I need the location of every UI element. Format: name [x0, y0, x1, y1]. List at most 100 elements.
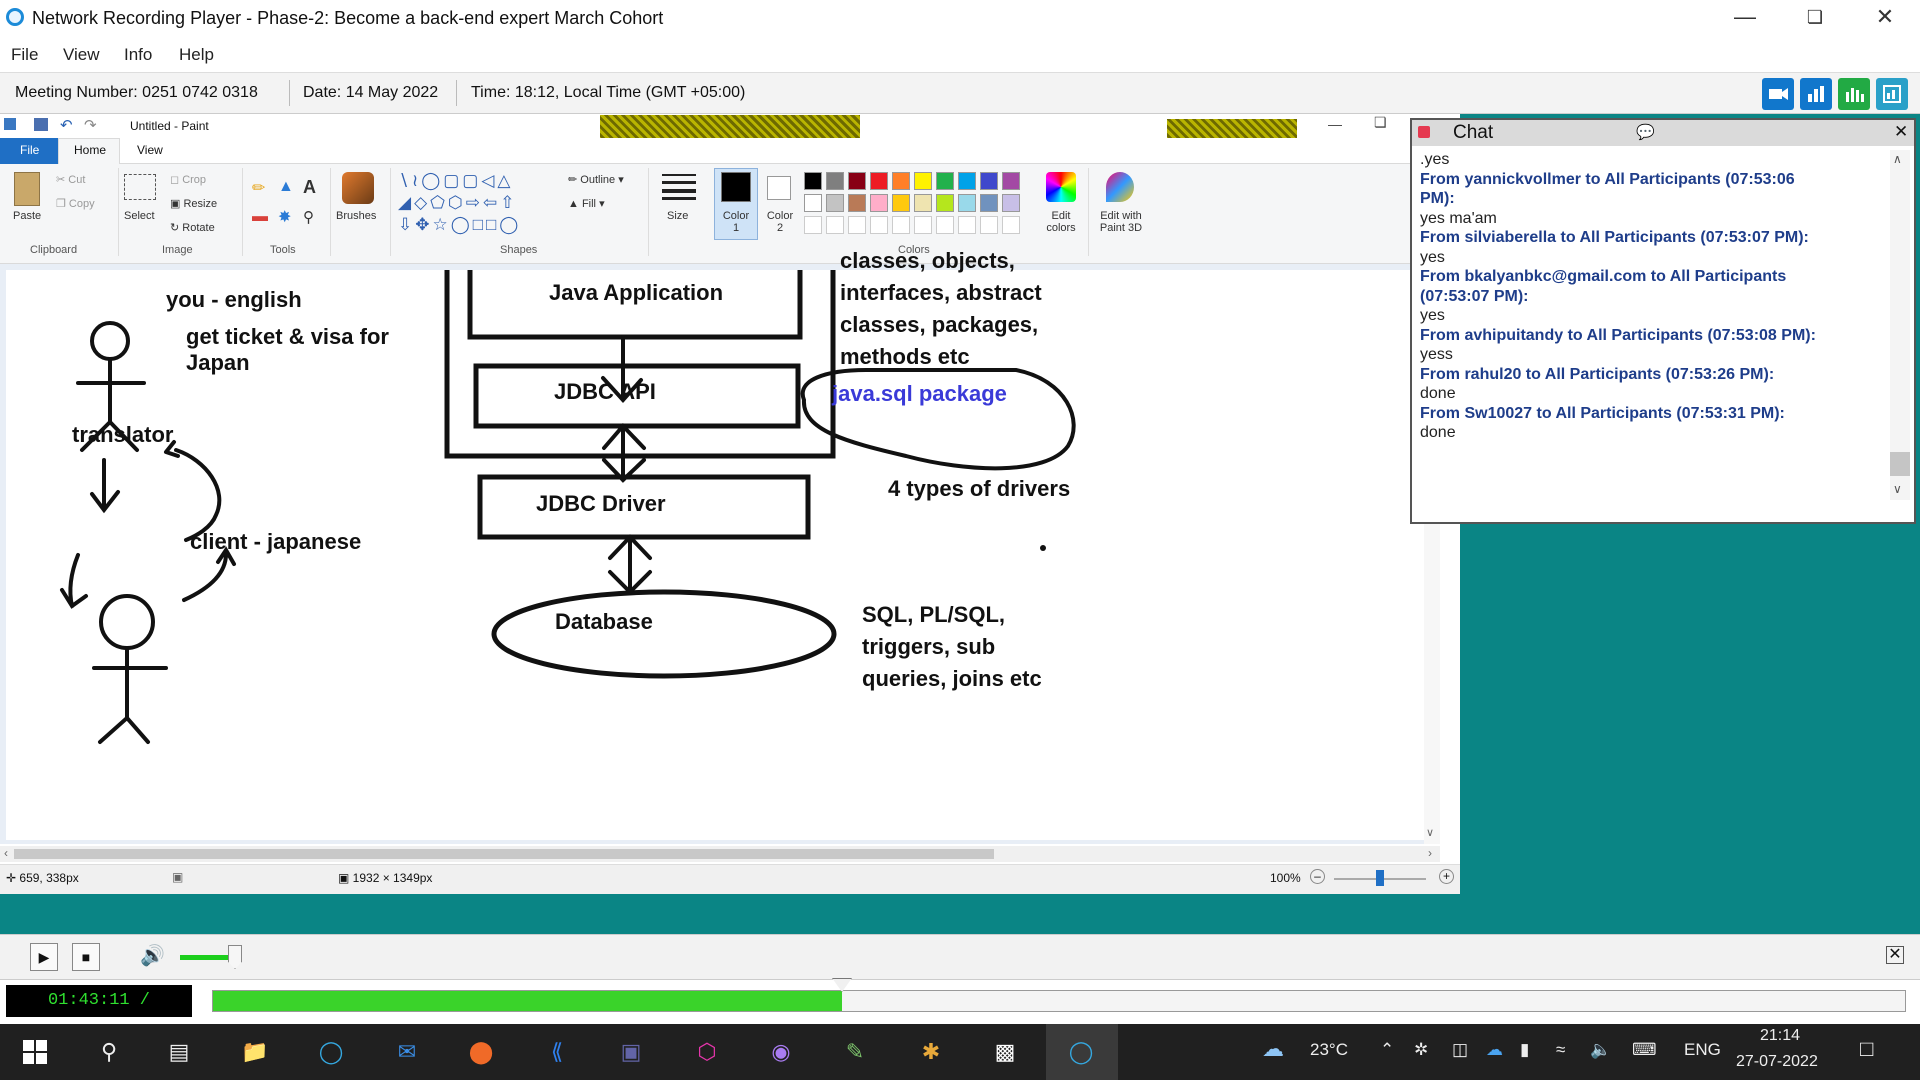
show-hidden-icons[interactable]: ⌃ [1380, 1040, 1395, 1059]
crop-button[interactable]: ◻ Crop [170, 174, 207, 186]
notifications-icon[interactable]: □ [1860, 1036, 1874, 1061]
clock-date[interactable]: 27-07-2022 [1736, 1053, 1818, 1070]
video-icon[interactable] [1762, 78, 1794, 110]
copy-button[interactable]: ❐ Copy [56, 198, 95, 210]
menu-help[interactable]: Help [179, 45, 214, 64]
weather-icon[interactable]: ☁ [1262, 1036, 1284, 1061]
slack-icon[interactable]: ✱ [921, 1039, 941, 1064]
palette-swatch-empty[interactable] [914, 216, 932, 234]
paste-button[interactable]: Paste [13, 210, 42, 222]
github-icon[interactable]: ◉ [771, 1039, 791, 1064]
palette-swatch-empty[interactable] [958, 216, 976, 234]
paste-icon[interactable] [14, 172, 40, 206]
palette-swatch-empty[interactable] [936, 216, 954, 234]
paint3d-icon[interactable] [1106, 172, 1134, 202]
palette-swatch-empty[interactable] [848, 216, 866, 234]
palette-swatch[interactable] [1002, 194, 1020, 212]
palette-swatch[interactable] [870, 172, 888, 190]
cut-button[interactable]: ✂ Cut [56, 174, 86, 186]
chat-scroll-up-icon[interactable]: ∧ [1893, 152, 1902, 166]
palette-swatch[interactable] [848, 194, 866, 212]
palette-swatch-empty[interactable] [826, 216, 844, 234]
outline-button[interactable]: ✏ Outline ▾ [568, 174, 624, 186]
scroll-right-icon[interactable]: › [1428, 846, 1432, 860]
menu-view[interactable]: View [63, 45, 100, 64]
palette-swatch-empty[interactable] [870, 216, 888, 234]
pencil-icon[interactable]: ✏ [252, 180, 266, 197]
zoom-slider-knob[interactable] [1376, 870, 1384, 886]
battery-icon[interactable]: ▮ [1520, 1040, 1530, 1059]
size-button[interactable]: Size [667, 210, 689, 222]
brushes-icon[interactable] [342, 172, 374, 204]
rotate-button[interactable]: ↻ Rotate [170, 222, 215, 234]
color-picker-icon[interactable]: ✸ [278, 209, 292, 226]
player-close-button[interactable]: ✕ [1886, 946, 1904, 964]
zoom-in-button[interactable]: + [1439, 869, 1454, 884]
tab-home[interactable] [58, 138, 120, 165]
chat-bubble-icon[interactable]: 💬 [1636, 124, 1655, 141]
play-button[interactable]: ▶ [30, 943, 58, 971]
palette-swatch[interactable] [826, 172, 844, 190]
brushes-button[interactable]: Brushes [336, 210, 377, 222]
language-indicator[interactable]: ENG [1684, 1040, 1721, 1059]
onedrive-icon[interactable]: ☁ [1486, 1040, 1503, 1059]
volume-icon[interactable]: 🔊 [140, 945, 165, 967]
volume-slider-knob[interactable] [228, 945, 242, 969]
text-tool-icon[interactable]: A [303, 177, 316, 197]
zoom-out-button[interactable]: – [1310, 869, 1325, 884]
tab-file[interactable] [0, 138, 58, 164]
task-view-icon[interactable]: ▤ [168, 1039, 190, 1064]
bluetooth-icon[interactable]: ✲ [1414, 1040, 1429, 1059]
magnifier-icon[interactable]: ⚲ [303, 209, 314, 226]
undo-icon[interactable]: ↶ [60, 117, 73, 134]
chat-scrollbar[interactable] [1890, 150, 1910, 500]
palette-swatch[interactable] [914, 194, 932, 212]
palette-swatch[interactable] [826, 194, 844, 212]
palette-swatch-empty[interactable] [1002, 216, 1020, 234]
palette-swatch[interactable] [870, 194, 888, 212]
palette-swatch[interactable] [958, 172, 976, 190]
mail-icon[interactable]: ✉ [397, 1039, 417, 1064]
eraser-icon[interactable]: ▬ [252, 208, 268, 225]
horizontal-scroll-thumb[interactable] [14, 849, 994, 859]
resize-button[interactable]: ▣ Resize [170, 198, 218, 210]
size-icon[interactable] [662, 174, 696, 200]
paint-minimize-button[interactable]: — [1328, 116, 1342, 132]
wifi-icon[interactable]: ≈ [1556, 1040, 1566, 1059]
palette-swatch[interactable] [980, 194, 998, 212]
edge-icon[interactable]: ◯ [318, 1039, 344, 1064]
save-icon[interactable] [34, 118, 48, 131]
select-icon[interactable] [124, 174, 156, 200]
chart-icon[interactable] [1800, 78, 1832, 110]
weather-temp[interactable]: 23°C [1310, 1040, 1348, 1059]
chat-scroll-thumb[interactable] [1890, 452, 1910, 476]
palette-swatch[interactable] [936, 194, 954, 212]
keyboard-icon[interactable]: ⌨ [1632, 1040, 1657, 1059]
scroll-down-icon[interactable]: ∨ [1426, 827, 1435, 839]
palette-swatch[interactable] [958, 194, 976, 212]
palette-swatch-empty[interactable] [980, 216, 998, 234]
scroll-left-icon[interactable]: ‹ [4, 846, 8, 860]
paint-restore-button[interactable]: ❏ [1374, 114, 1387, 130]
device-icon[interactable]: ◫ [1452, 1040, 1469, 1059]
stop-button[interactable]: ■ [72, 943, 100, 971]
chat-scroll-down-icon[interactable]: ∨ [1893, 482, 1902, 496]
edit-colors-icon[interactable] [1046, 172, 1076, 202]
search-icon[interactable]: ⚲ [100, 1039, 118, 1064]
tab-view[interactable]: View [137, 143, 163, 157]
color2-swatch[interactable] [767, 176, 791, 200]
shapes-gallery[interactable]: ∖≀◯▢▢◁△◢◇⬠⬡⇨⇦⇧⇩✥☆◯□□◯ [398, 171, 522, 234]
menu-info[interactable]: Info [124, 45, 153, 64]
fill-bucket-icon[interactable]: ▲ [278, 178, 294, 195]
recording-player-taskbar-icon[interactable]: ◯ [1068, 1039, 1094, 1064]
select-button[interactable]: Select [124, 210, 155, 222]
palette-swatch[interactable] [914, 172, 932, 190]
palette-swatch[interactable] [892, 172, 910, 190]
windows-start-icon[interactable] [12, 1030, 58, 1074]
file-explorer-icon[interactable]: 📁 [241, 1039, 269, 1064]
participants-icon[interactable] [1838, 78, 1870, 110]
minimize-button[interactable]: — [1734, 4, 1756, 29]
layout-icon[interactable] [1876, 78, 1908, 110]
graphql-icon[interactable]: ⬡ [697, 1039, 717, 1064]
